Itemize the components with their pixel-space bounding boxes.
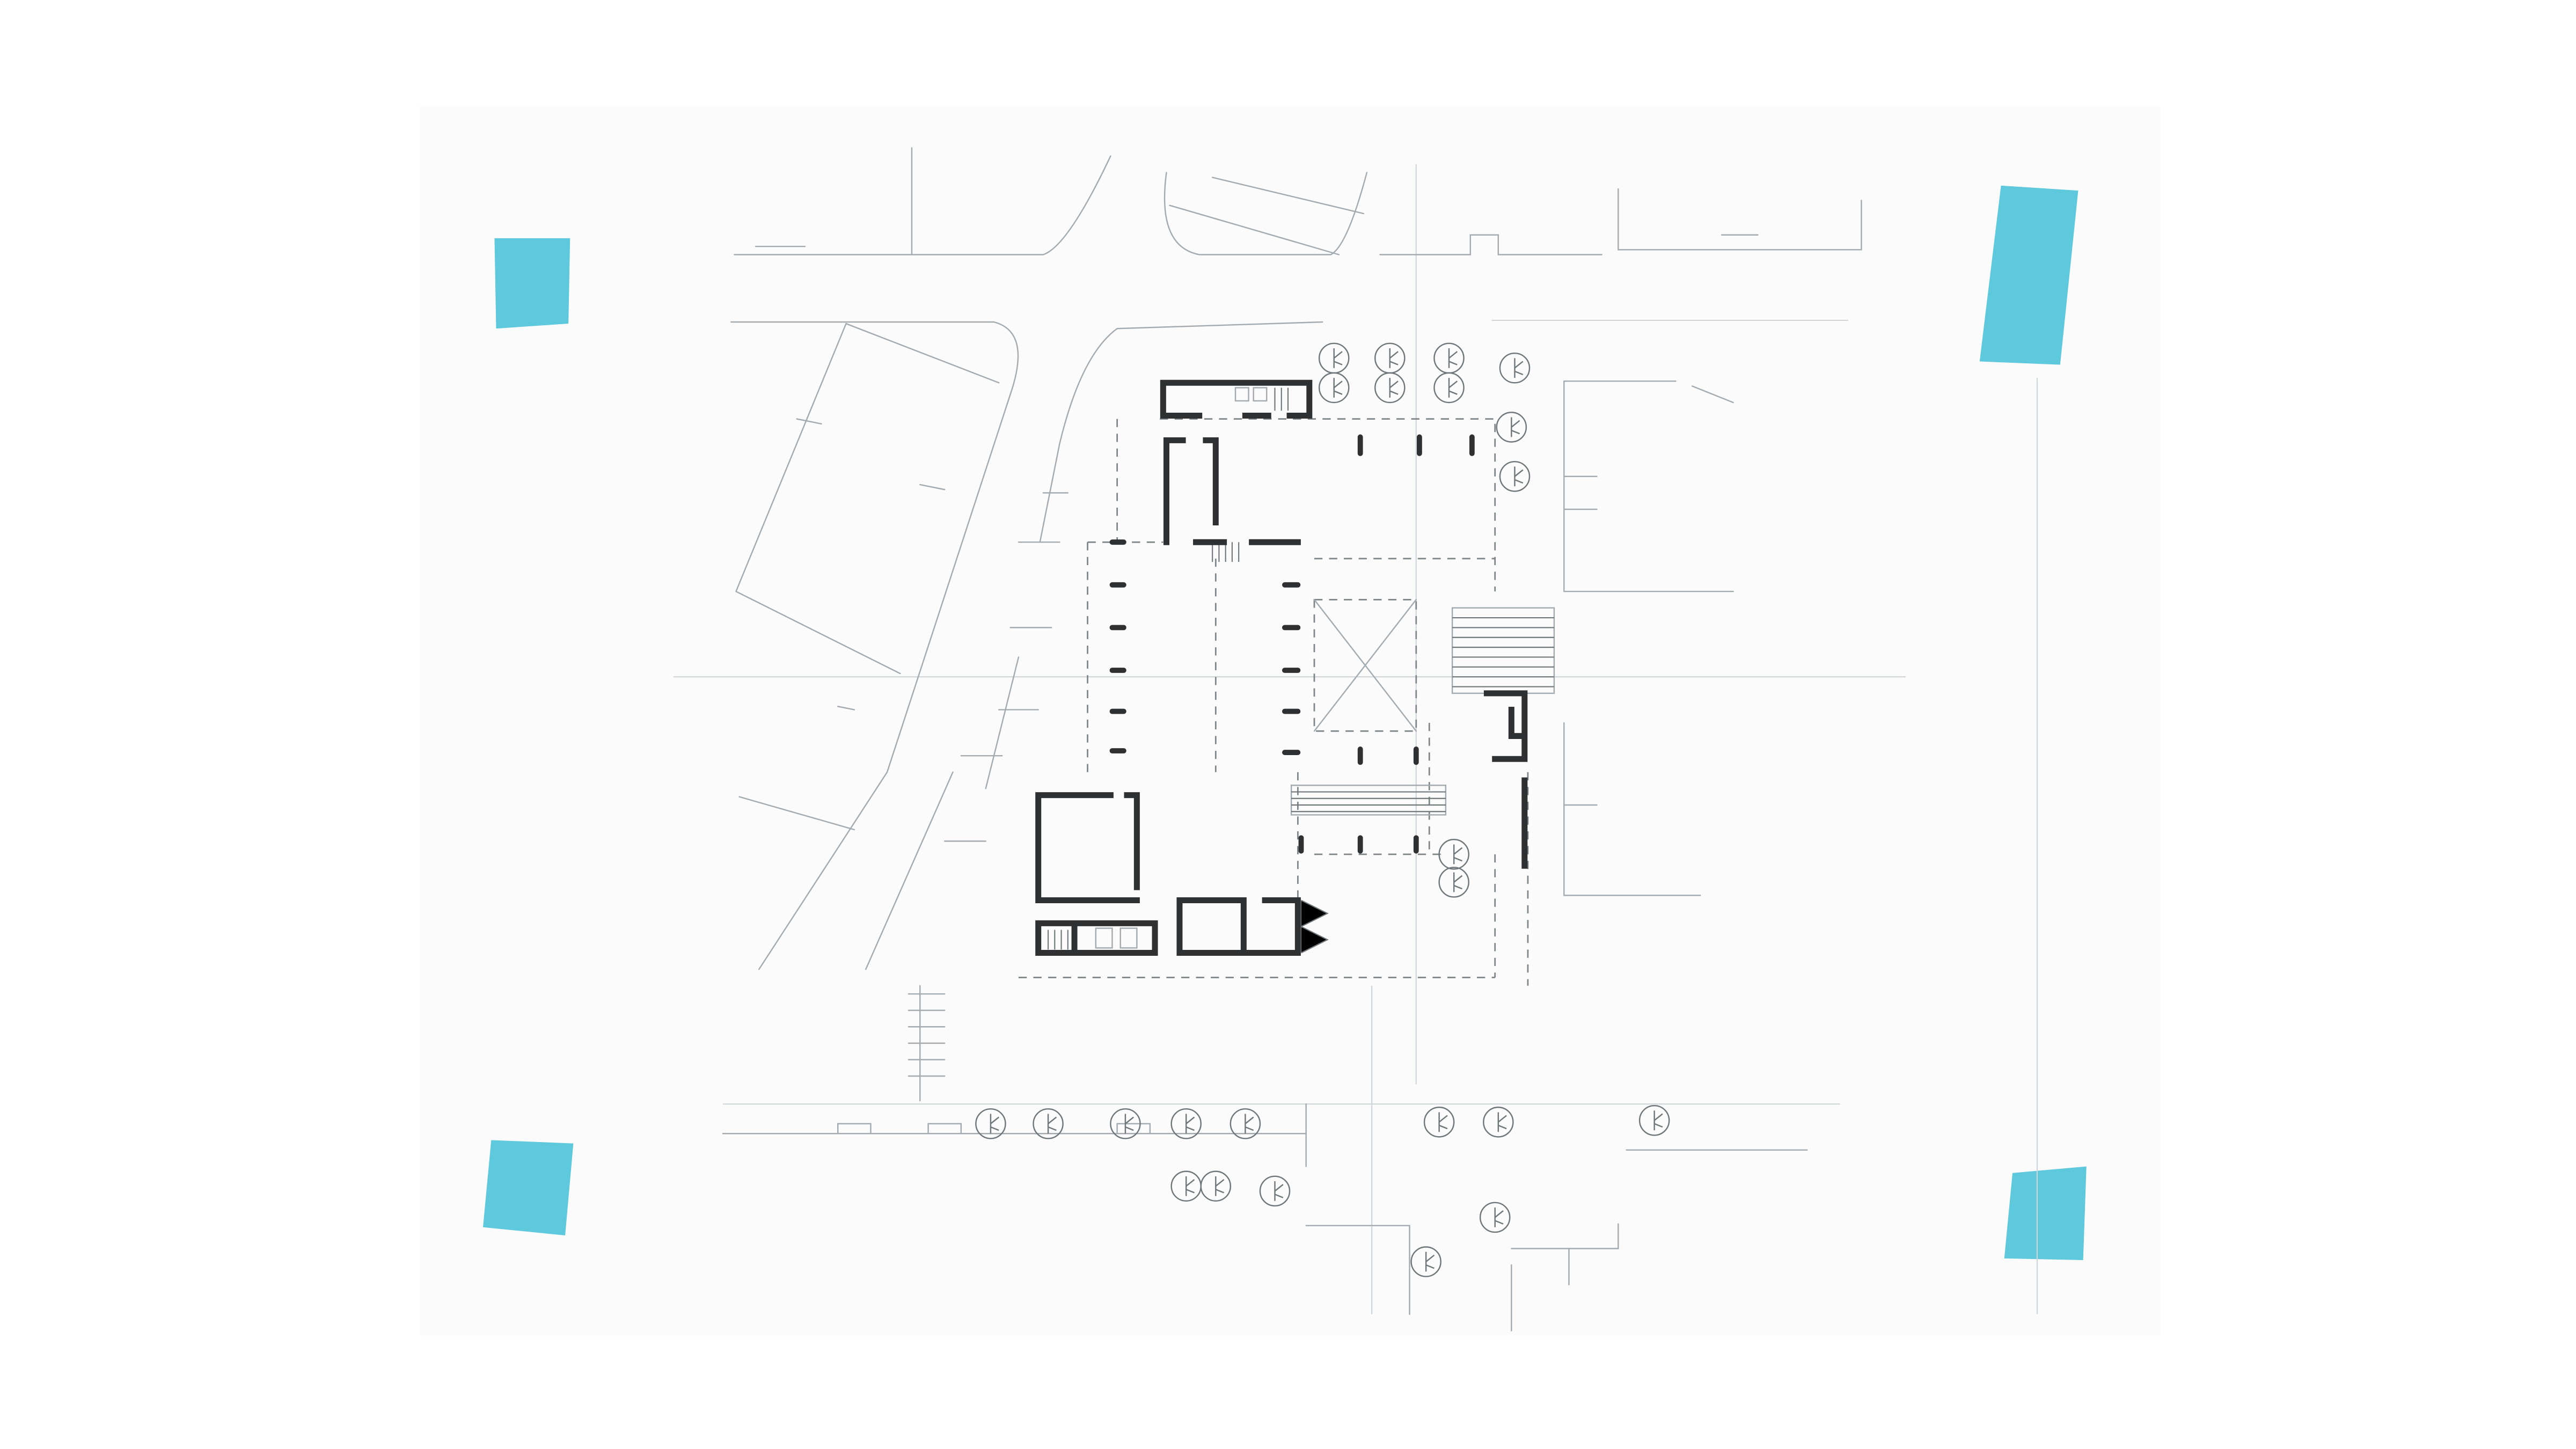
columns [1109,434,1475,854]
tree-symbol [1499,352,1531,384]
trees [975,342,1670,1277]
tracing-paper [419,106,2161,1336]
tree-symbol [1110,1108,1141,1139]
tape-top-right [1979,185,2079,365]
tree-symbol [1638,1104,1670,1136]
tree-symbol [1423,1107,1455,1138]
tree-symbol [1410,1246,1441,1277]
tree-symbol [1438,839,1469,870]
tree-symbol [1200,1170,1232,1202]
site-context [722,147,1862,1331]
tree-symbol [1230,1108,1261,1139]
tree-symbol [1479,1202,1511,1233]
tape-bottom-right [2004,1166,2087,1260]
tree-symbol [1433,372,1465,404]
tree-symbol [1433,342,1465,374]
tape-top-left [494,238,570,329]
tree-symbol [1259,1175,1291,1207]
tree-symbol [1318,372,1350,404]
masking-tape-group [483,185,2087,1260]
tree-symbol [1170,1108,1202,1139]
tree-symbol [1483,1107,1514,1138]
tree-symbol [975,1108,1006,1139]
tape-bottom-left [483,1140,574,1236]
tree-symbol [1033,1108,1064,1139]
tree-symbol [1374,372,1406,404]
structural-grid [1018,418,1529,986]
tree-symbol [1499,460,1531,492]
tree-symbol [1438,867,1469,898]
building-walls [1035,379,1528,956]
tree-symbol [1496,412,1527,443]
